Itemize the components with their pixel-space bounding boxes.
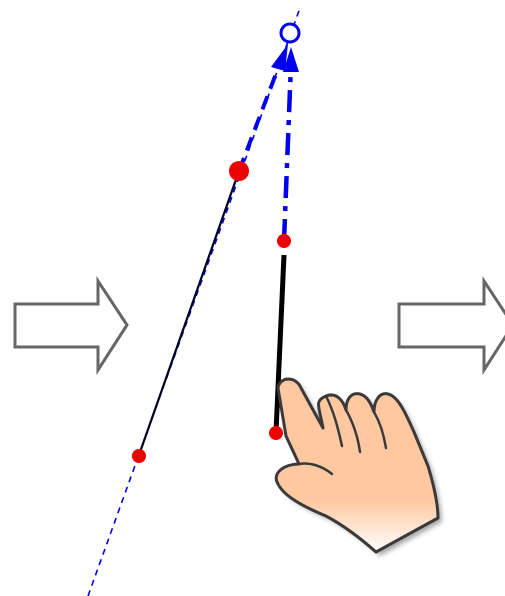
left-extension-dashed: [237, 57, 284, 172]
left-arrow-icon: [13, 275, 129, 376]
right-top-point: [277, 234, 291, 248]
right-bottom-point: [269, 426, 283, 440]
right-solid-segment: [273, 254, 287, 433]
left-extension-arrowhead: [271, 44, 288, 71]
right-arrow-icon: [397, 275, 505, 376]
target-circle-icon: [279, 22, 301, 44]
left-solid-segment: [137, 170, 241, 456]
right-extension-arrowhead: [283, 47, 299, 72]
left-top-point: [229, 161, 249, 181]
left-end-point: [132, 449, 146, 463]
right-extension-dashed: [281, 63, 294, 242]
pointing-hand-icon: [274, 377, 442, 556]
